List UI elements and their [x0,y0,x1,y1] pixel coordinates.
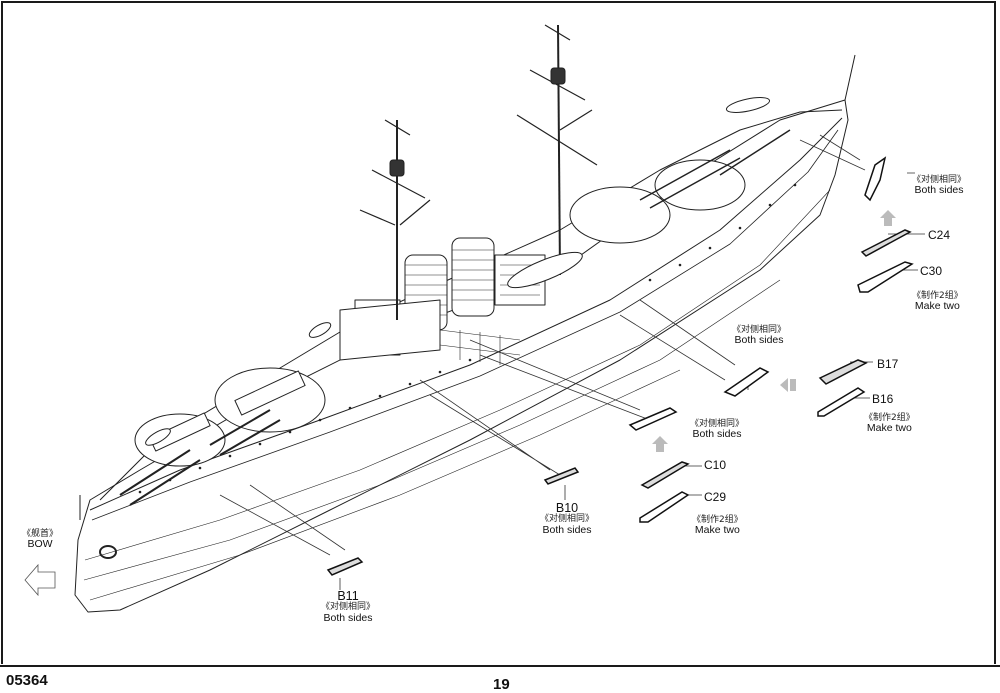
left-arrow-icon [780,378,796,392]
part-c29 [639,491,690,523]
note-cn-label: 《制作2组》 [864,413,915,423]
callout-stern-lifeboat: 《对侧相同》 Both sides [912,175,967,197]
bow-orientation-label: 《舰首》 BOW [22,529,59,551]
bow-en-label: BOW [27,538,53,551]
part-b16 [817,387,866,417]
callout-en-label: Both sides [914,184,964,197]
up-arrow-icon [880,210,896,226]
callout-en-label: Both sides [734,334,784,347]
part-c30 [857,261,914,293]
page-number: 19 [493,676,510,693]
note-cn-label: 《制作2组》 [912,291,963,301]
part-c10 [640,461,690,489]
anchor [99,545,117,559]
make-two-note-c10-c29: 《制作2组》 Make two [692,515,743,537]
callout-cn-label: 《对侧相同》 [690,419,745,429]
note-en-label: Make two [866,422,912,435]
callout-midship-lifeboat: 《对侧相同》 Both sides [732,325,787,347]
callout-b10: B10 《对侧相同》 Both sides [540,501,595,536]
part-label-c30: C30 [920,264,943,278]
product-code: 05364 [6,672,48,689]
make-two-note-b17-b16: 《制作2组》 Make two [864,413,915,435]
part-label-c10: C10 [704,458,727,472]
callout-cn-label: 《对侧相同》 [321,602,376,613]
part-c24 [860,229,912,257]
up-arrow-icon [652,436,668,452]
callout-cn-label: 《对侧相同》 [912,175,967,185]
aft-turret-a [569,186,671,244]
lifeboat-part-midship [723,367,770,397]
callout-en-label: Both sides [692,428,742,441]
note-en-label: Make two [914,300,960,313]
part-b11 [326,557,364,576]
make-two-note-c24-c30: 《制作2组》 Make two [912,291,963,313]
part-b17 [818,359,868,385]
callout-en-label: Both sides [542,523,592,536]
aft-turret-b [654,159,746,211]
footer-divider [0,665,1000,667]
lifeboat-part-b10 [628,407,678,431]
aft-funnel [451,237,495,317]
part-label-b10: B10 [555,501,579,515]
callout-b11: B11 《对侧相同》 Both sides [321,589,376,624]
part-label-b11: B11 [337,589,359,603]
bow-cn-label: 《舰首》 [22,529,59,539]
callout-cn-label: 《对侧相同》 [540,514,595,525]
lifeboat-part-stern [864,156,887,202]
part-b10 [543,467,580,485]
note-en-label: Make two [694,524,740,537]
callout-en-label: Both sides [323,611,373,624]
part-label-c24: C24 [928,228,951,242]
note-cn-label: 《制作2组》 [692,515,743,525]
page-border [1,1,996,664]
part-label-c29: C29 [704,490,727,504]
main-deck [99,109,843,501]
part-label-b17: B17 [877,357,899,371]
foremast [359,119,431,320]
bow-direction-arrow-icon [24,563,56,597]
mainmast [516,24,598,276]
callout-cn-label: 《对侧相同》 [732,325,787,335]
part-label-b16: B16 [872,392,894,406]
callout-b10-lifeboat: 《对侧相同》 Both sides [690,419,745,441]
